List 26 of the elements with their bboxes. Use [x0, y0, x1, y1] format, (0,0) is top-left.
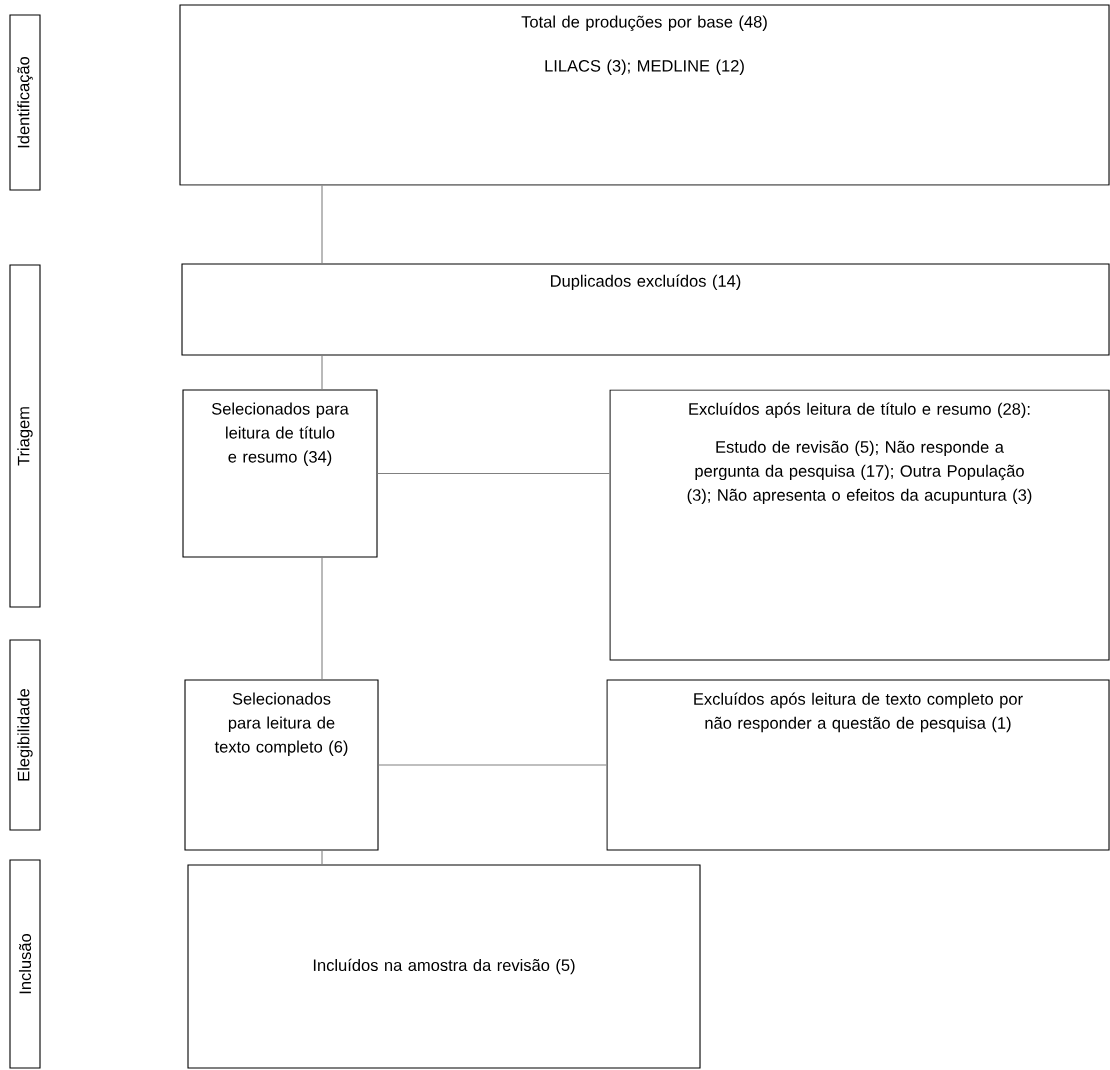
process-box: [179, 4, 1110, 186]
node-label: LILACS (3); MEDLINE (12): [545, 59, 744, 75]
process-box: [187, 864, 701, 1069]
process-box: [184, 679, 379, 851]
process-box: [606, 679, 1110, 851]
process-box: [181, 263, 1110, 356]
stage-band: Identificação: [9, 14, 41, 191]
connector-line: [321, 850, 323, 865]
node-label: Estudo de revisão (5); Não responde a pergunta da pesquisa (17); Outra População (3); Não apresenta o efeitos da acupuntura (3): [687, 440, 1032, 505]
process-box: [182, 389, 378, 558]
process-box: [609, 389, 1110, 661]
node-label: Duplicados excluídos (14): [551, 274, 741, 291]
node-label: Total de produções por base (48): [521, 15, 767, 31]
connector-line: [321, 355, 323, 390]
connector-line: [378, 764, 607, 766]
node-label: Selecionados para leitura de título e resumo (34): [211, 402, 349, 466]
stage-band: Triagem: [9, 264, 41, 608]
stage-band: Inclusão: [9, 859, 41, 1069]
connector-line: [321, 185, 323, 264]
node-label: Excluídos após leitura de título e resumo (28):: [689, 402, 1030, 419]
node-label: Incluídos na amostra da revisão (5): [313, 958, 575, 975]
connector-line: [377, 472, 610, 475]
stage-band: Elegibilidade: [9, 639, 41, 831]
node-label: Excluídos após leitura de texto completo por não responder a questão de pesquisa (1): [694, 692, 1023, 733]
connector-line: [321, 557, 323, 680]
node-label: Selecionados para leitura de texto completo (6): [214, 692, 348, 756]
